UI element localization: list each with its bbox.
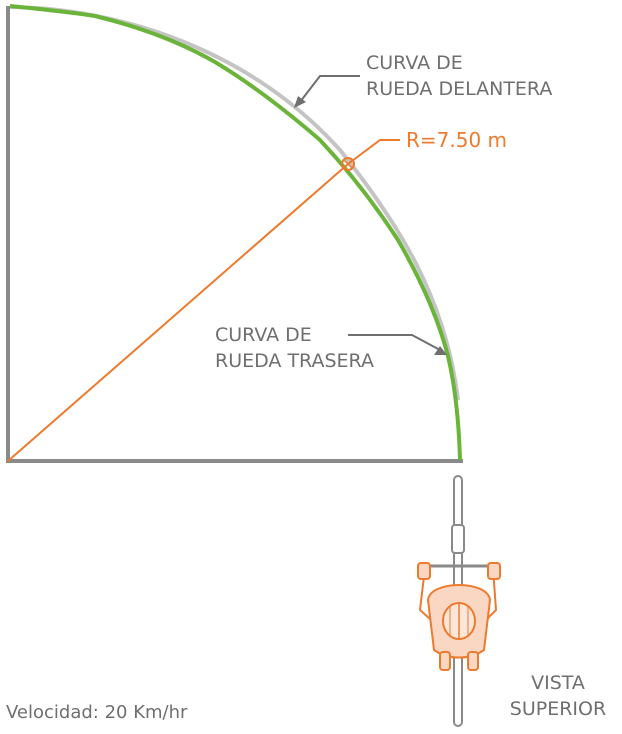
front-curve-label-line1: CURVA DE [366,52,463,74]
front-curve-label: CURVA DE RUEDA DELANTERA [366,50,552,102]
view-label-line1: VISTA [531,672,585,694]
front-curve-arrowhead [294,96,306,108]
front-curve-label-line2: RUEDA DELANTERA [366,78,553,100]
rear-curve-leader [348,334,441,351]
view-label: VISTA SUPERIOR [506,670,610,722]
radius-line [7,163,349,462]
cyclist-top-view-icon [417,475,501,727]
front-wheel-curve [9,4,462,461]
radius-label: R=7.50 m [406,128,508,152]
speed-label: Velocidad: 20 Km/hr [6,702,188,723]
rear-curve-arrowhead [434,346,447,355]
view-label-line2: SUPERIOR [509,698,607,720]
front-curve-leader [299,75,360,103]
radius-marker [341,157,355,171]
radius-leader [347,139,400,165]
rear-curve-label: CURVA DE RUEDA TRASERA [215,322,374,374]
rear-curve-label-line1: CURVA DE [215,324,312,346]
rear-curve-label-line2: RUEDA TRASERA [215,350,374,372]
